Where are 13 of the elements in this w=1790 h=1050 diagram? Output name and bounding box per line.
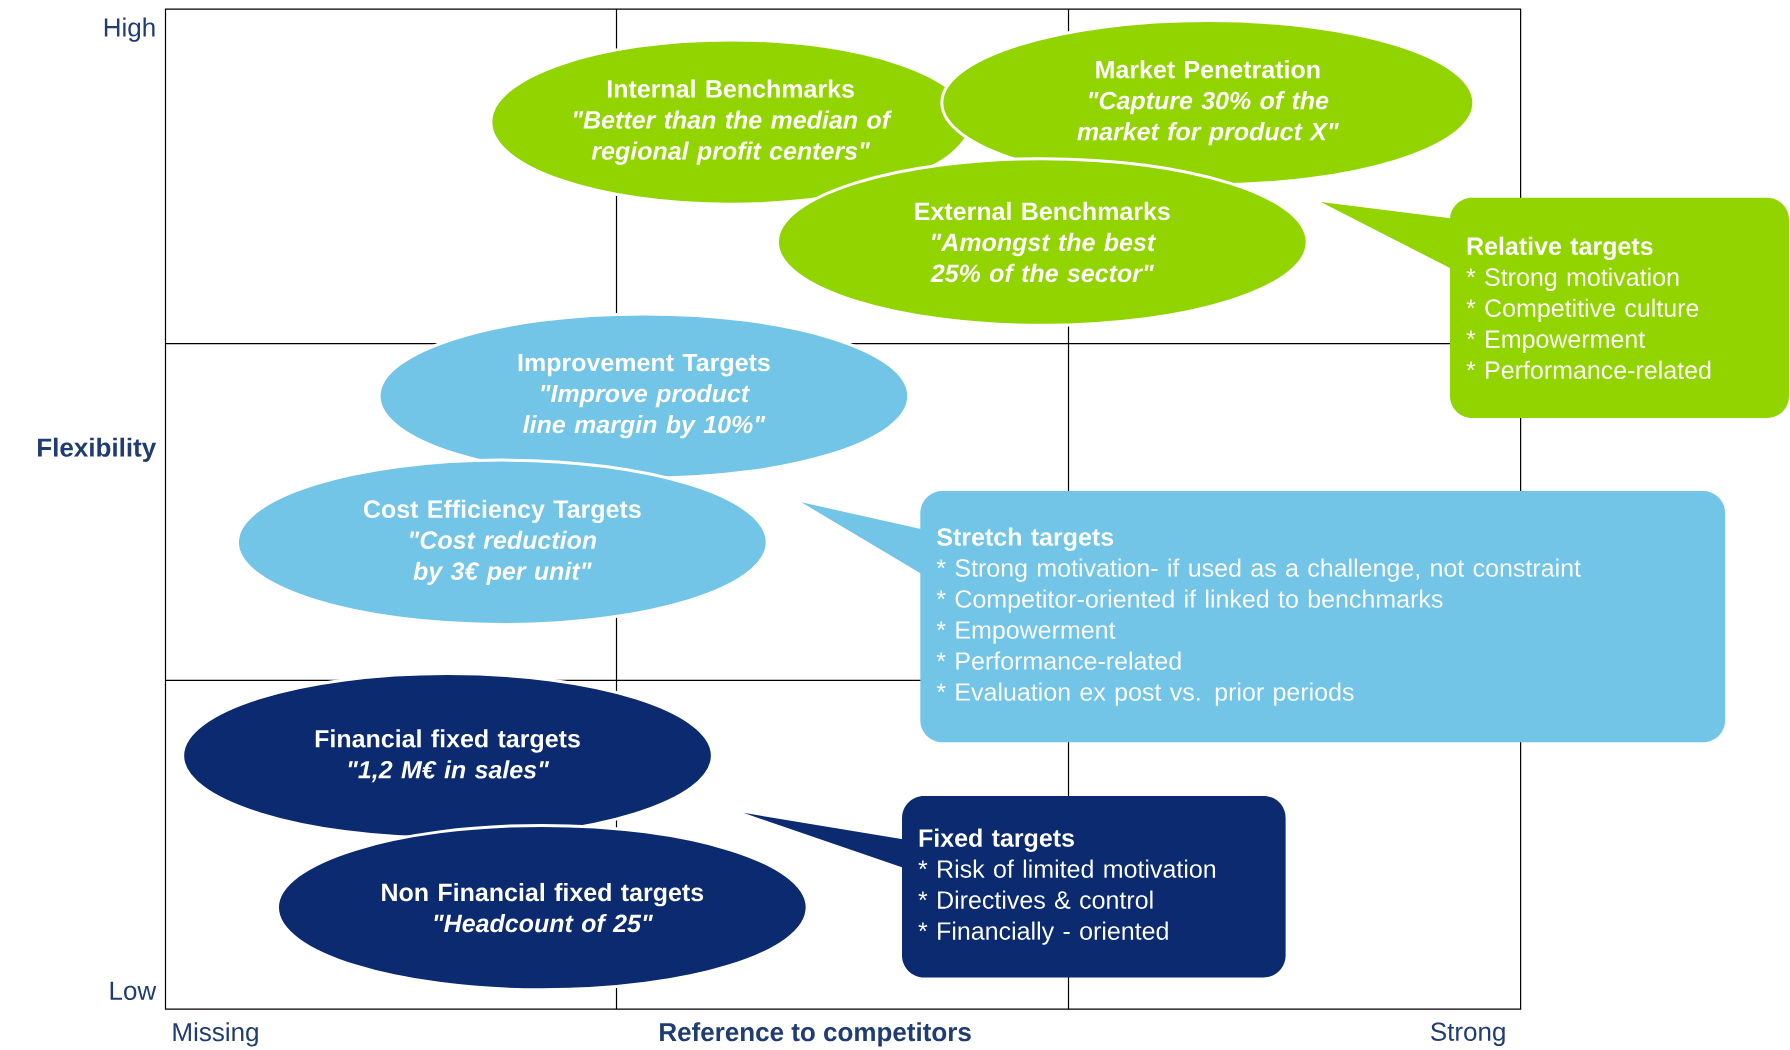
axis-label: Strong [1431, 1022, 1505, 1047]
callout-bubble: Fixed targets * Risk of limited motivation * Directives & control * Financially - oriented [743, 795, 1286, 978]
node-label: * Directives & control [918, 890, 1153, 909]
node-label: * Financially - oriented [918, 921, 1168, 945]
axis-label: Missing [173, 1022, 258, 1047]
callout-bubble: Stretch targets * Strong motivation- if used as a challenge, not constraint * Competitor-oriented if linked to benchmarks * Empowerment * Performance-related * Evaluation ex post vs. prior periods [801, 491, 1726, 743]
node-label: * Risk of limited motivation [918, 859, 1216, 878]
axis-label: Flexibility [38, 437, 157, 462]
axis-label: High [104, 17, 155, 42]
axis-label: Reference to competitors [660, 1022, 971, 1047]
axis-label: Low [110, 981, 157, 1000]
node-label: Fixed targets [919, 828, 1074, 852]
callout-bubble: Relative targets * Strong motivation * Competitive culture * Empowerment * Performance-related [1320, 197, 1789, 418]
